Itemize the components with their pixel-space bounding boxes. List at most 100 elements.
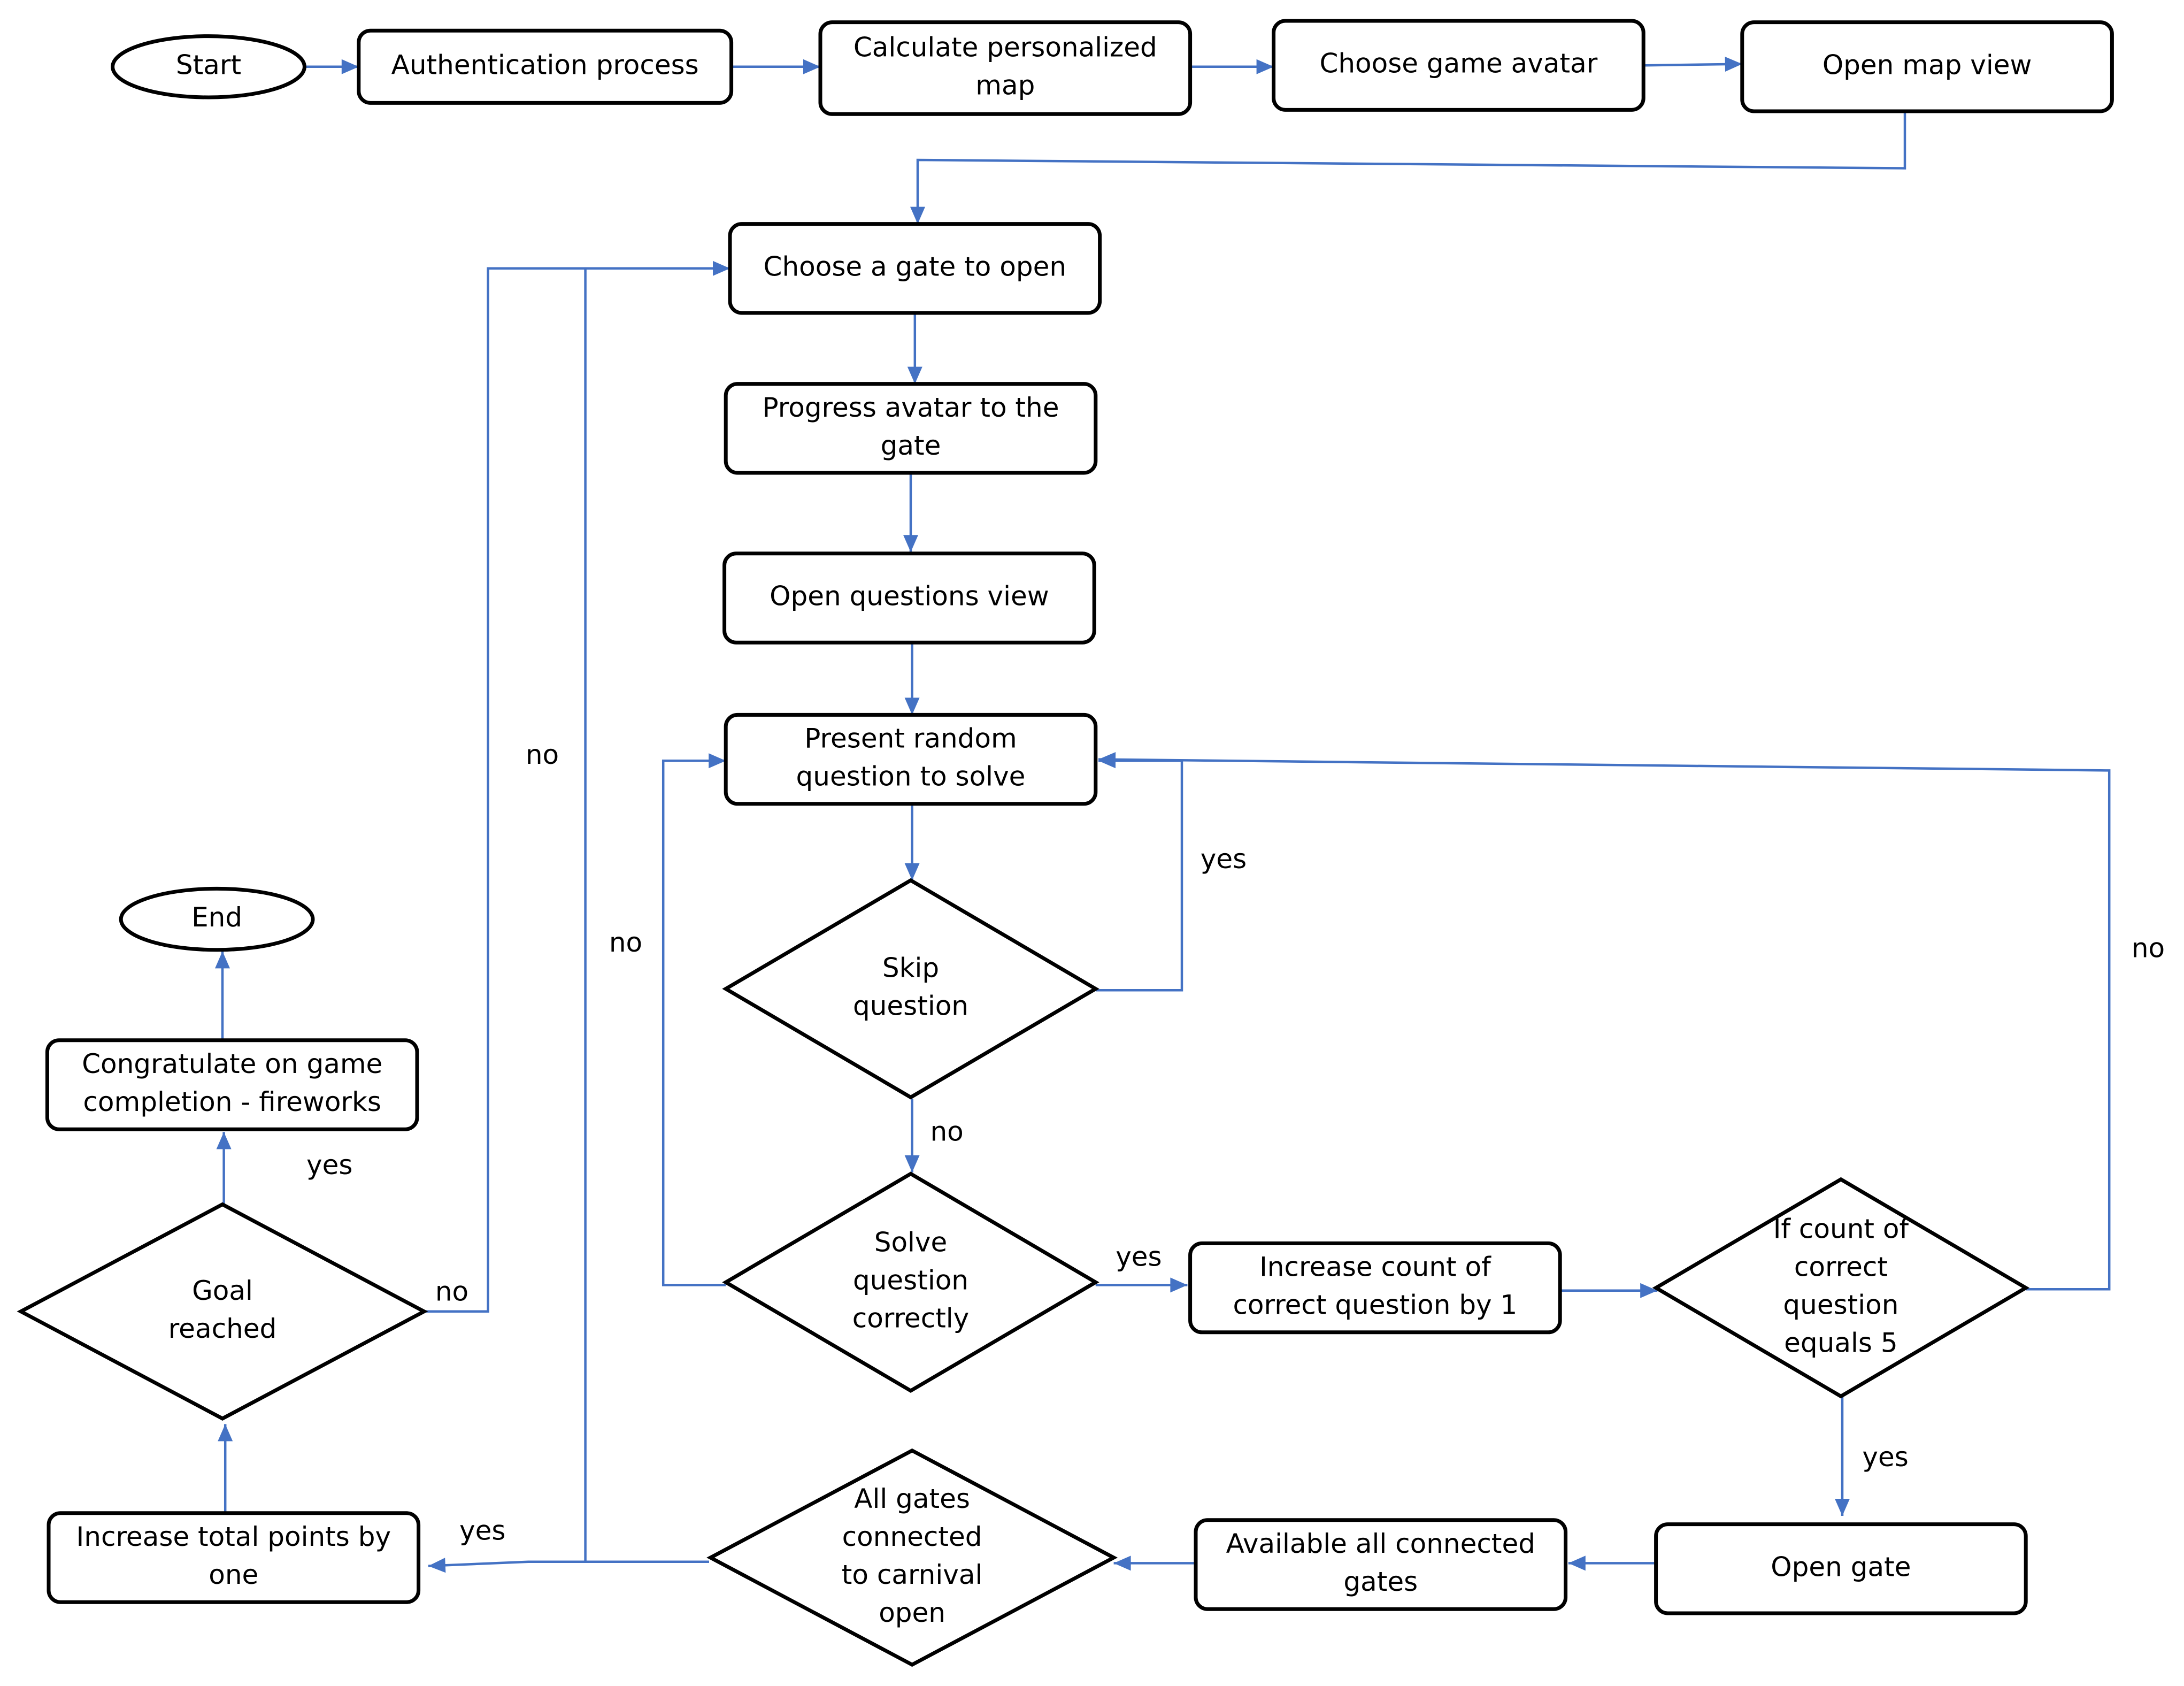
node-label-line: Increase total points by xyxy=(76,1521,391,1552)
arrowhead xyxy=(709,753,726,769)
node-label-line: question xyxy=(853,1265,968,1296)
node-label-line: equals 5 xyxy=(1784,1328,1897,1359)
edge-label-yes: yes xyxy=(306,1149,352,1181)
node-label-line: question xyxy=(1783,1290,1898,1321)
arrowhead xyxy=(216,1132,232,1149)
node-label-line: Progress avatar to the xyxy=(763,392,1059,423)
edge-solve-to-present_q xyxy=(662,759,726,1286)
arrowhead xyxy=(1098,752,1116,767)
node-congrats: Congratulate on game completion - firewor… xyxy=(45,1038,419,1131)
nodes-layer: Start Authentication process Calculate per… xyxy=(17,19,2114,1667)
node-map-view: Open map view xyxy=(1740,20,2114,113)
process-shape xyxy=(47,1511,421,1604)
edge-label-no: no xyxy=(435,1276,468,1307)
decision-shape xyxy=(722,878,1099,1100)
arrowhead xyxy=(428,1558,446,1573)
node-label-line: question xyxy=(853,991,968,1022)
node-label-line: Present random xyxy=(804,723,1017,754)
node-label-line: Goal xyxy=(192,1275,253,1306)
node-label-line: End xyxy=(191,902,242,933)
process-shape xyxy=(45,1038,419,1131)
node-progress: Progress avatar to the gate xyxy=(724,382,1098,475)
node-label-line: If count of xyxy=(1773,1214,1910,1245)
process-shape xyxy=(357,28,734,105)
edge-label-no: no xyxy=(526,739,559,770)
node-open-gate: Open gate xyxy=(1654,1522,2028,1615)
edge-label-yes: yes xyxy=(459,1515,505,1546)
node-goal: Goal reached xyxy=(17,1202,428,1421)
edges-layer xyxy=(215,57,2111,1573)
arrowhead xyxy=(1170,1277,1188,1293)
node-label-line: correct xyxy=(1794,1252,1888,1283)
arrowhead xyxy=(341,59,359,74)
node-label-line: gate xyxy=(881,430,941,461)
node-questions-view: Open questions view xyxy=(722,551,1096,645)
node-label-line: to carnival xyxy=(842,1559,983,1590)
decision-shape xyxy=(17,1202,428,1421)
edge-map_view-to-choose_gate xyxy=(916,111,1906,224)
node-label-line: correctly xyxy=(852,1303,970,1334)
node-label-line: Congratulate on game xyxy=(82,1048,382,1079)
node-label-line: Open gate xyxy=(1771,1551,1911,1582)
node-label-line: Authentication process xyxy=(391,49,699,80)
arrowhead xyxy=(1568,1555,1586,1571)
node-label-line: Calculate personalized xyxy=(853,32,1157,63)
node-label-line: Solve xyxy=(874,1227,948,1258)
arrowhead xyxy=(1725,57,1742,72)
node-label-line: Start xyxy=(176,49,241,80)
process-shape xyxy=(722,551,1096,645)
arrowhead xyxy=(1113,1555,1131,1571)
process-shape xyxy=(728,222,1102,315)
decision-shape xyxy=(1652,1177,2030,1399)
node-label-line: Increase count of xyxy=(1259,1252,1491,1283)
arrowhead xyxy=(803,59,820,74)
decision-shape xyxy=(722,1171,1099,1393)
edge-all_gates-to-increase_points xyxy=(428,1560,709,1567)
node-label-line: reached xyxy=(168,1313,277,1344)
arrowhead xyxy=(904,863,920,880)
arrowhead xyxy=(1256,59,1274,74)
process-shape xyxy=(1272,19,1645,112)
node-end: End xyxy=(119,886,315,952)
decision-shape xyxy=(706,1448,1118,1667)
node-avatar: Choose game avatar xyxy=(1272,19,1645,112)
node-count5: If count of correct question equals 5 xyxy=(1652,1177,2030,1399)
node-label-line: correct question by 1 xyxy=(1233,1290,1517,1321)
edge-label-yes: yes xyxy=(1116,1241,1162,1273)
node-choose-gate: Choose a gate to open xyxy=(728,222,1102,315)
arrowhead xyxy=(904,1155,920,1172)
node-label-line: open xyxy=(879,1597,945,1628)
node-label-line: completion - fireworks xyxy=(83,1086,381,1117)
arrowhead xyxy=(904,698,920,715)
edge-label-no: no xyxy=(930,1116,963,1147)
process-shape xyxy=(1194,1518,1568,1611)
node-label-line: connected xyxy=(842,1521,982,1552)
node-solve: Solve question correctly xyxy=(722,1171,1099,1393)
node-label-line: Choose game avatar xyxy=(1319,48,1597,79)
process-shape xyxy=(1740,20,2114,113)
arrowhead xyxy=(903,535,918,553)
edge-label-yes: yes xyxy=(1862,1442,1908,1473)
arrowhead xyxy=(910,206,925,224)
arrowhead xyxy=(907,366,922,384)
edge-label-no: no xyxy=(2132,932,2165,963)
node-all-gates: All gates connected to carnival open xyxy=(706,1448,1118,1667)
arrowhead xyxy=(713,260,730,276)
node-label-line: question to solve xyxy=(796,761,1026,792)
arrowhead xyxy=(1640,1283,1658,1298)
node-present-q: Present random question to solve xyxy=(724,712,1098,806)
terminal-shape xyxy=(119,886,315,952)
arrowhead xyxy=(215,951,230,969)
node-label-line: Choose a gate to open xyxy=(764,251,1067,282)
edge-label-yes: yes xyxy=(1201,844,1247,875)
node-label-line: gates xyxy=(1343,1566,1418,1597)
node-start: Start xyxy=(111,34,306,99)
process-shape xyxy=(1654,1522,2028,1615)
edge-all_gates-to-choose_gate xyxy=(584,267,730,1562)
node-label-line: All gates xyxy=(854,1483,970,1514)
